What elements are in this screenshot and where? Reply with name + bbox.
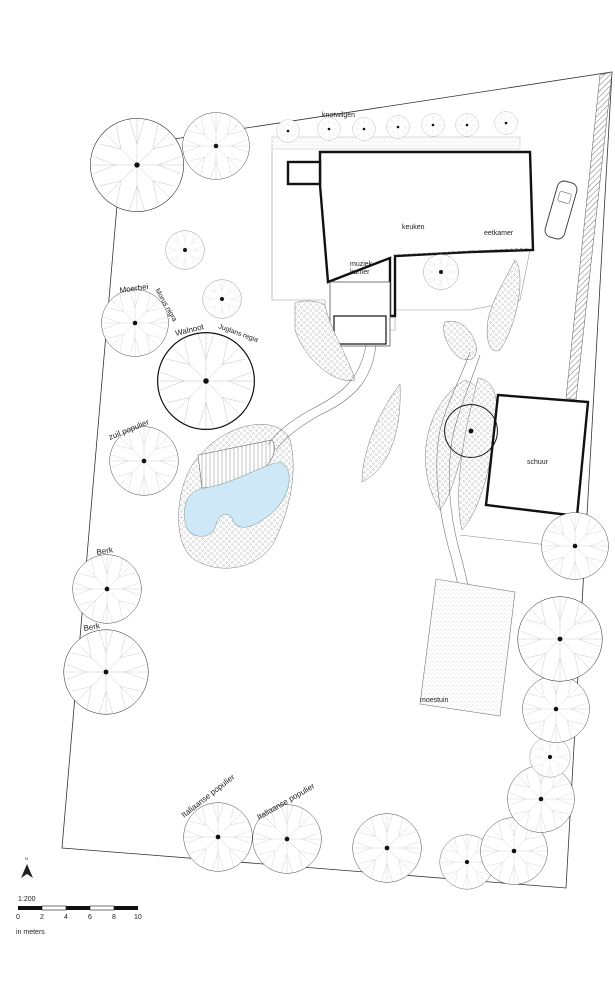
- room-label-kamer: kamer: [350, 269, 370, 276]
- scale-tick-8: 8: [112, 914, 116, 921]
- gravel-bed-west-house: [294, 300, 356, 381]
- tree-south-middle: [352, 813, 422, 883]
- north-label: N: [25, 856, 28, 861]
- scale-tick-0: 0: [16, 914, 20, 921]
- tree-moerbei: [101, 289, 169, 357]
- shed: [484, 393, 590, 518]
- path-to-east-gate: [459, 534, 549, 546]
- tree-east-1: [507, 765, 575, 833]
- tree-east-2: [529, 736, 571, 778]
- tree-label-moerbei: Moerbei: [119, 282, 149, 295]
- gravel-bed-right-strip: [486, 259, 521, 352]
- room-label-keuken: keuken: [402, 224, 425, 231]
- north-arrow-icon: [21, 864, 33, 878]
- gravel-bed-leaf: [361, 383, 401, 483]
- tree-walnoot: [156, 331, 256, 431]
- tree-small-1: [165, 230, 205, 270]
- units-label: in meters: [16, 929, 45, 936]
- tree-italiaanse-2: [252, 804, 322, 874]
- gravel-bed-east-house: [443, 320, 477, 361]
- room-label-moestuin: moestuin: [420, 697, 449, 704]
- knotwilgen-row: [276, 111, 518, 143]
- room-label-schuur: schuur: [527, 459, 549, 466]
- scale-label: 1:200: [18, 896, 36, 903]
- scale-bar: [18, 905, 138, 911]
- gravel-bed-shed-strip: [458, 377, 498, 531]
- knotwilgen-strip: [271, 136, 521, 150]
- tree-zuil-populier: [109, 426, 179, 496]
- tree-by-shed: [444, 404, 498, 458]
- house: [286, 150, 535, 347]
- scale-tick-4: 4: [64, 914, 68, 921]
- tree-label-knotwilgen: knotwilgen: [322, 112, 355, 119]
- tree-label-berk-2: Berk: [83, 621, 102, 633]
- tree-east-5: [541, 512, 609, 580]
- tree-label-berk-1: Berk: [96, 545, 115, 557]
- scale-tick-6: 6: [88, 914, 92, 921]
- scale-tick-2: 2: [40, 914, 44, 921]
- tree-nw-large: [90, 118, 184, 212]
- tree-berk-1: [72, 554, 142, 624]
- vegetable-garden: [419, 578, 516, 717]
- plot-boundary: [61, 71, 613, 889]
- room-label-muziek: muziek: [350, 261, 373, 268]
- scale-tick-10: 10: [134, 914, 142, 921]
- car-icon: [544, 180, 578, 240]
- tree-italiaanse-1: [183, 802, 253, 872]
- tree-small-2: [202, 279, 242, 319]
- path-house-to-pond: [267, 344, 377, 451]
- path-to-moestuin: [436, 351, 481, 586]
- tree-nw-medium: [182, 112, 250, 180]
- pond: [184, 461, 290, 537]
- room-label-eetkamer: eetkamer: [484, 230, 514, 237]
- east-hedge-strip: [565, 71, 613, 401]
- tree-berk-2: [63, 629, 149, 715]
- tree-east-4: [517, 596, 603, 682]
- tree-by-house: [423, 254, 459, 290]
- tree-east-3: [522, 675, 590, 743]
